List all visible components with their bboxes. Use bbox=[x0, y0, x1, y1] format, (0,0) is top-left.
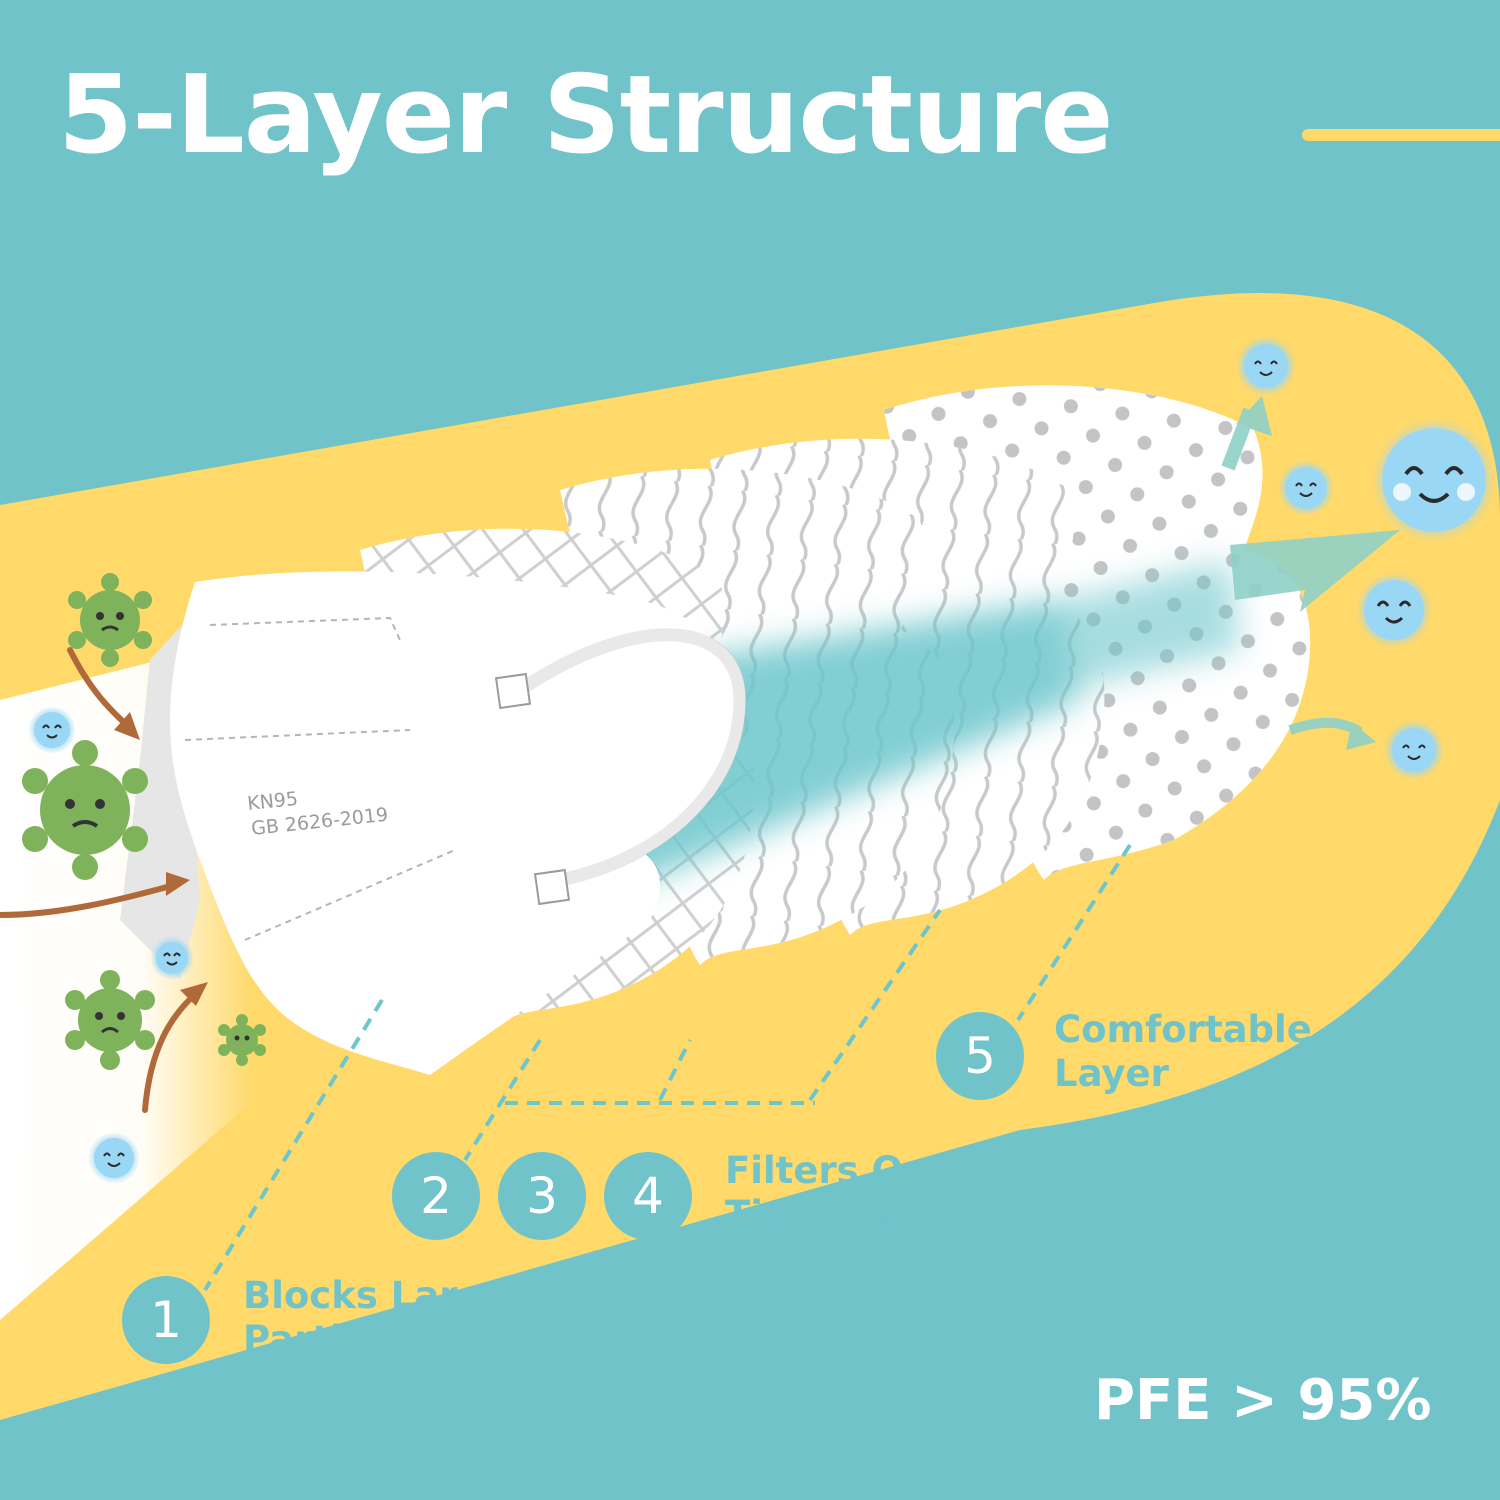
layer-badge-5: 5 bbox=[936, 1012, 1024, 1100]
leader-lines bbox=[203, 843, 1132, 1292]
pfe-rating: PFE > 95% bbox=[1094, 1368, 1432, 1433]
layers-2-4-label-line2: Tiny Particles bbox=[725, 1193, 1008, 1236]
layer-5-label-line2: Layer bbox=[1054, 1052, 1169, 1095]
layer-1-label-line1: Blocks Large bbox=[243, 1274, 510, 1317]
title-accent-rule bbox=[1302, 129, 1500, 141]
layer-badge-4: 4 bbox=[604, 1152, 692, 1240]
clean-particle-icon bbox=[28, 336, 1496, 1184]
mask-layer-1: KN95 GB 2626-2019 bbox=[120, 571, 747, 1075]
layer-badge-2: 2 bbox=[392, 1152, 480, 1240]
layer-5-label: Comfortable Layer bbox=[1054, 1008, 1312, 1096]
layers-2-4-label: Filters Out Tiny Particles bbox=[725, 1149, 1008, 1237]
layer-1-label-line2: Particles bbox=[243, 1318, 425, 1361]
page-title: 5-Layer Structure bbox=[58, 53, 1113, 178]
ear-loop bbox=[516, 629, 746, 886]
layers-2-4-label-line1: Filters Out bbox=[725, 1149, 948, 1192]
layer-1-label: Blocks Large Particles bbox=[243, 1274, 509, 1362]
germ-icon bbox=[22, 573, 266, 1070]
layer-badge-3: 3 bbox=[498, 1152, 586, 1240]
mask-print-kn95: KN95 bbox=[246, 788, 299, 815]
layer-5-label-line1: Comfortable bbox=[1054, 1008, 1312, 1051]
incoming-arrowheads bbox=[114, 712, 208, 1006]
layer-badge-1: 1 bbox=[122, 1276, 210, 1364]
outgoing-arrow-icon bbox=[1221, 396, 1400, 750]
